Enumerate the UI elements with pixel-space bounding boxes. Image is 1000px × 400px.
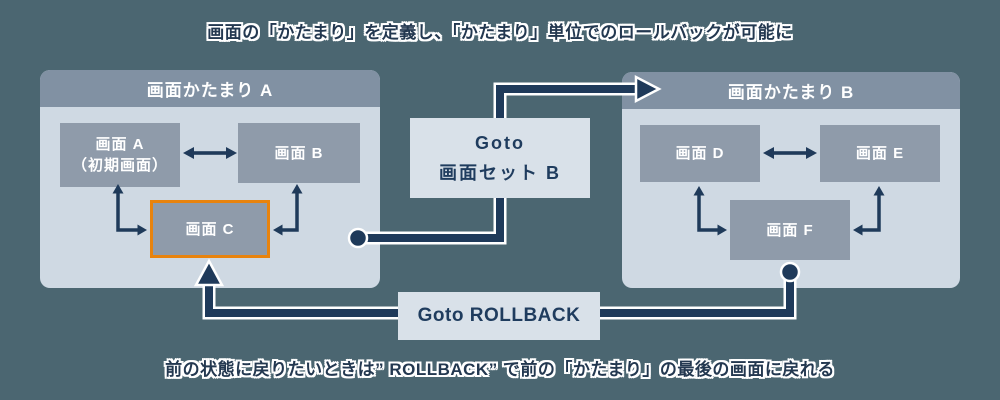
screen-box-b: 画面 B: [238, 123, 360, 183]
screen-a-label: 画面 A: [95, 136, 145, 153]
diagram-caption: 前の状態に戻りたいときは” ROLLBACK” で前の「かたまり」の最後の画面に…: [165, 360, 835, 379]
screen-c-label: 画面 C: [185, 220, 235, 238]
screen-box-c-highlighted: 画面 C: [150, 200, 270, 258]
goto-screen-set-b-box: Goto 画面セット B: [410, 118, 590, 198]
screen-d-label: 画面 D: [675, 145, 725, 162]
screen-box-d: 画面 D: [640, 125, 760, 182]
diagram-title: 画面の「かたまり」を定義し、「かたまり」単位でのロールバックが可能に: [207, 23, 793, 42]
screen-box-e: 画面 E: [820, 125, 940, 182]
screen-box-f: 画面 F: [730, 200, 850, 260]
screen-e-label: 画面 E: [855, 145, 905, 162]
screen-group-a-header: 画面かたまり A: [40, 70, 380, 107]
screen-box-a: 画面 A （初期画面）: [60, 123, 180, 187]
rollback-label: Goto ROLLBACK: [417, 305, 581, 326]
goto-label-line1: Goto: [475, 133, 525, 153]
screen-a-sublabel: （初期画面）: [71, 157, 168, 174]
goto-rollback-box: Goto ROLLBACK: [398, 292, 600, 340]
screen-f-label: 画面 F: [766, 221, 814, 239]
screen-group-b-header: 画面かたまり B: [622, 72, 960, 109]
goto-label-line2: 画面セット B: [439, 163, 561, 183]
screen-b-label: 画面 B: [274, 144, 324, 162]
